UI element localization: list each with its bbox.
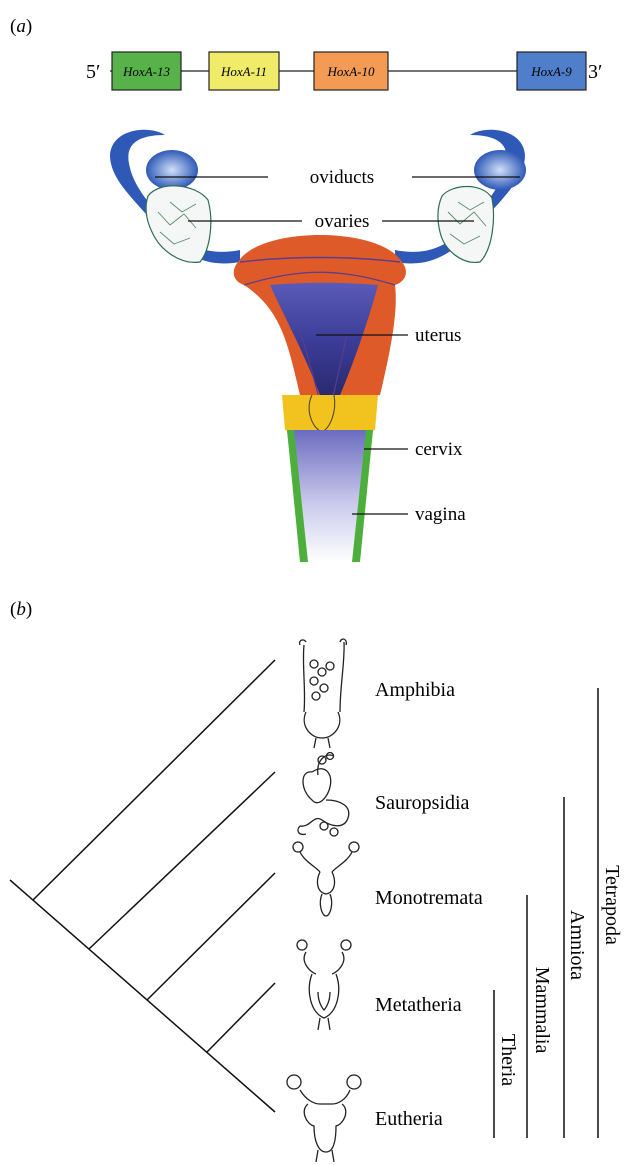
fimbria-right: [474, 150, 526, 190]
vagina-label: vagina: [415, 504, 466, 525]
sauropsidia-tract-icon: [298, 753, 349, 837]
clade-label-tetrapoda: Tetrapoda: [601, 865, 623, 945]
taxon-label-eutheria: Eutheria: [375, 1108, 443, 1130]
ovary-left: [146, 186, 211, 263]
branch-metatheria: [207, 983, 275, 1052]
three-prime-label: 3′: [588, 61, 602, 83]
reproductive-tract-illustration: [110, 130, 526, 562]
branch-amphibia: [33, 660, 275, 900]
taxa-tract-icons: [287, 639, 361, 1162]
uterus-label: uterus: [415, 325, 461, 346]
fimbria-left: [146, 150, 198, 190]
clade-label-amniota: Amniota: [566, 910, 588, 980]
monotremata-tract-icon: [293, 842, 359, 916]
clade-label-mammalia: Mammalia: [531, 967, 553, 1054]
ovaries-label: ovaries: [315, 211, 370, 232]
eutheria-tract-icon: [287, 1075, 361, 1162]
taxa-labels: Amphibia Sauropsidia Monotremata Metathe…: [375, 679, 483, 1130]
tree-main-stem: [10, 880, 275, 1112]
clade-labels: Theria Mammalia Amniota Tetrapoda: [497, 865, 623, 1086]
panel-a-label: (a): [10, 16, 32, 37]
panel-b-label: (b): [10, 599, 32, 620]
metatheria-tract-icon: [297, 940, 351, 1030]
phylogenetic-tree: [10, 660, 275, 1112]
hox-gene-cluster: 5′ 3′ HoxA-13 HoxA-11 HoxA-10 HoxA-9: [86, 52, 602, 90]
cervix-label: cervix: [415, 439, 463, 460]
gene-label-hoxa9: HoxA-9: [530, 64, 572, 79]
branch-monotremata: [147, 873, 275, 1000]
taxon-label-metatheria: Metatheria: [375, 994, 462, 1016]
branch-sauropsidia: [89, 772, 275, 949]
five-prime-label: 5′: [86, 61, 100, 83]
taxon-label-amphibia: Amphibia: [375, 679, 455, 701]
cervix-region: [282, 395, 378, 435]
gene-label-hoxa10: HoxA-10: [327, 64, 375, 79]
gene-label-hoxa11: HoxA-11: [220, 64, 267, 79]
clade-label-theria: Theria: [497, 1034, 519, 1086]
amphibia-tract-icon: [300, 639, 347, 748]
oviducts-label: oviducts: [310, 167, 374, 188]
taxon-label-monotremata: Monotremata: [375, 887, 483, 909]
gene-label-hoxa13: HoxA-13: [122, 64, 170, 79]
taxon-label-sauropsidia: Sauropsidia: [375, 792, 470, 814]
